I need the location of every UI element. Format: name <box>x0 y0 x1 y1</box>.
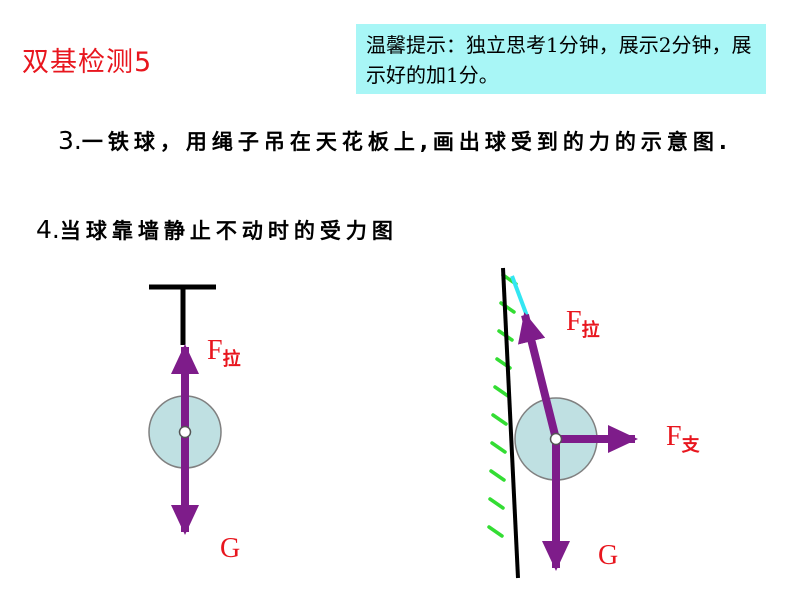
question-3-text: 一铁球，用绳子吊在天花板上,画出球受到的力的示意图. <box>81 130 732 154</box>
wall-ball-diagram <box>487 267 638 579</box>
page-title: 双基检测5 <box>22 47 153 78</box>
tip-box: 温馨提示：独立思考1分钟，展示2分钟，展示好的加1分。 <box>356 24 766 94</box>
wall <box>501 267 520 579</box>
tension-label-right: F拉 <box>566 306 600 342</box>
tension-arrow-right <box>517 312 560 440</box>
question-4: 4.当球靠墙静止不动时的受力图 <box>36 212 398 249</box>
tension-label-left: F拉 <box>207 335 241 371</box>
question-3: 3.一铁球，用绳子吊在天花板上,画出球受到的力的示意图. <box>58 122 783 161</box>
gravity-label-right: G <box>598 540 619 571</box>
wall-hatching <box>487 273 518 538</box>
rope-right <box>510 275 529 317</box>
support-label: F支 <box>666 421 700 457</box>
question-4-text: 当球靠墙静止不动时的受力图 <box>59 219 398 243</box>
question-3-number: 3. <box>58 126 82 155</box>
ball-right-center-point <box>549 432 563 446</box>
ball-center-point <box>178 425 192 439</box>
gravity-label-left: G <box>220 533 241 564</box>
question-4-number: 4. <box>36 215 60 244</box>
hanging-ball-diagram <box>148 284 222 535</box>
